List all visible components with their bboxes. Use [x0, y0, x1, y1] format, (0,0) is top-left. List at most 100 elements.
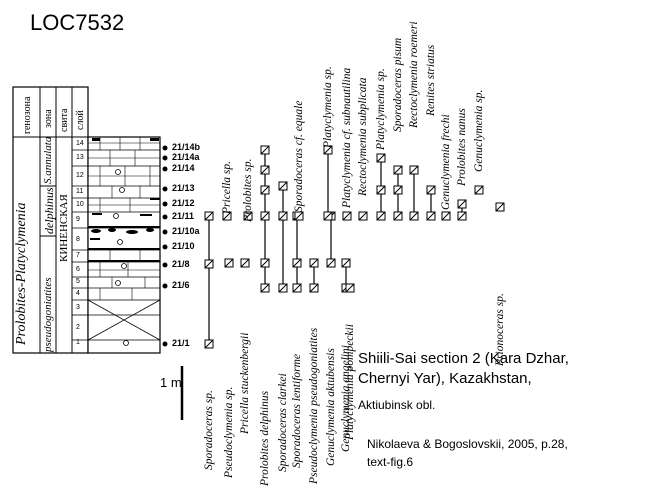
layer-number: 3 [76, 304, 80, 311]
sample-label: 21/1 [172, 338, 190, 348]
occurrence-box [326, 258, 336, 268]
taxon-label: Rectoclymenia roemeri [408, 21, 420, 128]
occurrence-box [376, 153, 386, 163]
layer-number: 10 [76, 201, 84, 208]
occurrence-box [278, 181, 288, 191]
layer-header: слой [75, 110, 86, 130]
occurrence-box [323, 145, 333, 155]
occurrence-box [243, 211, 253, 221]
taxon-label: Genuclymenia sp. [473, 89, 485, 172]
scale-label: 1 m [160, 375, 182, 390]
occurrence-box [278, 211, 288, 221]
taxon-label: Platyclymenia sp. [375, 68, 387, 150]
occurrence-box [260, 145, 270, 155]
occurrence-box [409, 165, 419, 175]
taxon-label: Sporadoceras pisum [392, 37, 404, 132]
sample-label: 21/11 [172, 211, 195, 221]
sample-label: 21/10a [172, 226, 200, 236]
taxon-label: Prolobites sp. [242, 158, 254, 222]
occurrence-box [204, 211, 214, 221]
sample-label: 21/6 [172, 280, 190, 290]
occurrence-box [495, 202, 505, 212]
taxon-label: Platyclymenia sp. [322, 66, 334, 148]
occurrence-box [393, 165, 403, 175]
sample-label: 21/14b [172, 142, 201, 152]
occurrence-box [204, 259, 214, 269]
locality-title: LOC7532 [30, 10, 125, 35]
reference-line-1: Nikolaeva & Bogoslovskii, 2005, p.28, [367, 437, 568, 451]
occurrence-box [204, 339, 214, 349]
layer-number: 7 [76, 252, 80, 259]
occurrence-box [309, 283, 319, 293]
occurrence-box [342, 211, 352, 221]
occurrence-box [376, 185, 386, 195]
layer-number: 12 [76, 172, 84, 179]
taxon-label: Platyclymenia cf. subnautilina [341, 67, 353, 208]
reference-line-2: text-fig.6 [367, 455, 414, 469]
taxon-label: Sporadoceras sp. [203, 390, 215, 470]
occurrence-box [441, 211, 451, 221]
occurrence-box [222, 211, 232, 221]
layer-number: 8 [76, 236, 80, 243]
zone-pseudogoniatites: pseudogoniatites [42, 277, 54, 352]
occurrence-box [278, 283, 288, 293]
suite-header: свита [59, 108, 70, 132]
occurrence-box [260, 185, 270, 195]
occurrence-box [345, 283, 355, 293]
zone-annulata: S.annulata [42, 136, 54, 184]
occurrence-box [358, 211, 368, 221]
layer-number: 5 [76, 278, 80, 285]
sample-label: 21/10 [172, 241, 195, 251]
taxon-label: Prolobites delphinus [259, 390, 271, 486]
layer-number: 11 [76, 188, 84, 195]
occurrence-box [260, 283, 270, 293]
taxon-label: Genuclymenia frechi [440, 114, 452, 210]
genozone-label: Prolobites-Platyclymenia [14, 202, 29, 345]
sample-label: 21/8 [172, 259, 190, 269]
layer-number: 6 [76, 266, 80, 273]
occurrence-box [457, 211, 467, 221]
occurrence-box [426, 185, 436, 195]
zone-delphinus: delphinus [42, 187, 56, 234]
occurrence-box [292, 258, 302, 268]
taxon-label: Pricella sp. [221, 160, 233, 214]
taxon-label: Sporadoceras cf. equale [293, 100, 305, 212]
taxon-label: Sporadoceras lentiforme [291, 353, 303, 468]
taxon-label: Prolobites nanus [456, 108, 468, 186]
layer-number: 4 [76, 290, 80, 297]
genozone-header: генозона [22, 96, 33, 134]
occurrence-box [224, 258, 234, 268]
occurrence-box [409, 211, 419, 221]
caption-line-3: Aktiubinsk obl. [358, 398, 436, 412]
taxon-label: Renites striatus [425, 44, 437, 116]
occurrence-box [341, 258, 351, 268]
occurrence-box [260, 258, 270, 268]
layer-number: 2 [76, 324, 80, 331]
occurrence-box [426, 211, 436, 221]
occurrence-box [240, 258, 250, 268]
taxon-label: Pricella stuckenbergii [239, 332, 251, 434]
caption-line-2: Chernyi Yar), Kazakhstan, [358, 370, 532, 387]
occurrence-box [260, 165, 270, 175]
taxon-label: Genuclymenia aktubensis [325, 348, 337, 466]
taxon-label: Pseudoclymenia pseudogoniatites [308, 327, 320, 484]
sample-label: 21/12 [172, 198, 195, 208]
taxon-label: Pseudoclymenia sp. [223, 386, 235, 478]
sample-label: 21/13 [172, 183, 195, 193]
occurrence-box [393, 211, 403, 221]
sample-label: 21/14a [172, 152, 200, 162]
caption-line-1: Shiili-Sai section 2 (Kara Dzhar, [358, 350, 569, 367]
taxon-label: Sporadoceras clarkei [277, 373, 289, 472]
suite-label: КИНЕНСКАЯ [58, 194, 70, 262]
layer-number: 13 [76, 154, 84, 161]
layer-number: 14 [76, 140, 84, 147]
occurrence-box [294, 211, 304, 221]
occurrence-box [393, 185, 403, 195]
occurrence-box [292, 283, 302, 293]
layer-number: 9 [76, 216, 80, 223]
occurrence-box [260, 211, 270, 221]
zone-header: зона [43, 109, 54, 128]
